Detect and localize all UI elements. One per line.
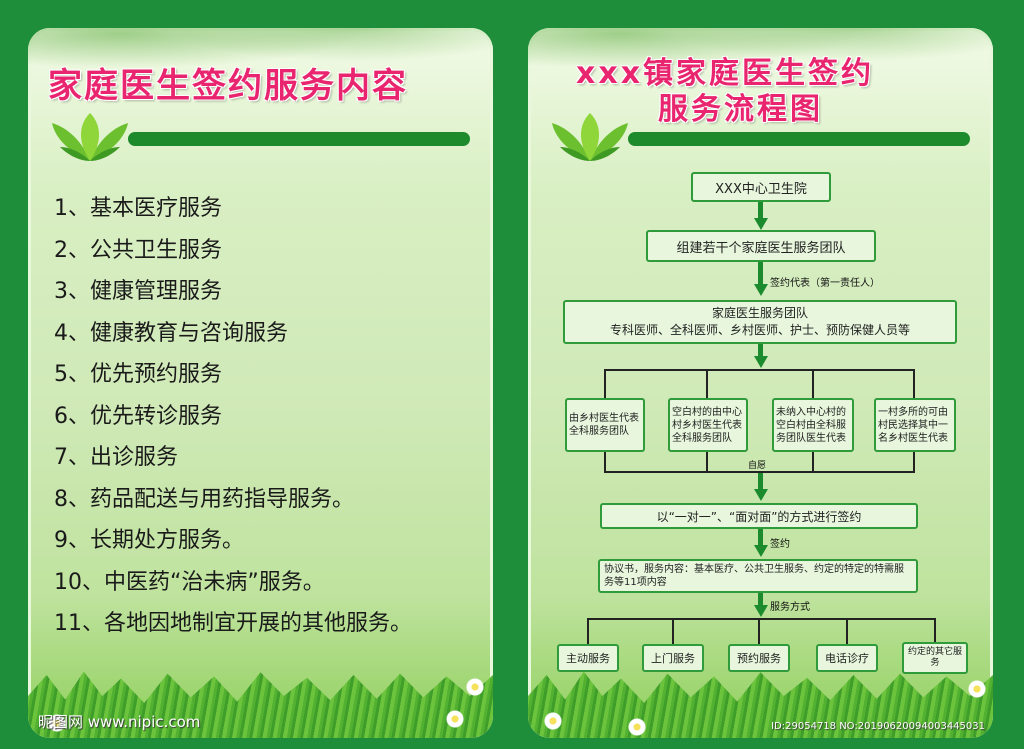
services-list: 1、基本医疗服务 2、公共卫生服务 3、健康管理服务 4、健康教育与咨询服务 5… — [54, 188, 412, 645]
services-title: 家庭医生签约服务内容 — [48, 66, 408, 106]
mode-box: 预约服务 — [728, 644, 790, 672]
node-sign-method: 以“一对一”、“面对面”的方式进行签约 — [600, 503, 918, 529]
flowchart-title-line1: xxx镇家庭医生签约 — [576, 56, 875, 91]
node-service-team-title: 家庭医生服务团队 — [711, 306, 808, 320]
connector-line — [587, 618, 589, 644]
node-agreement: 协议书，服务内容：基本医疗、公共卫生服务、约定的特定的特需服务等11项内容 — [598, 559, 918, 593]
label-sign: 签约 — [770, 539, 790, 550]
label-representative: 签约代表（第一责任人） — [770, 278, 880, 289]
mode-box: 约定的其它服务 — [902, 642, 968, 674]
arrow-shaft — [758, 529, 763, 545]
mode-box: 电话诊疗 — [816, 644, 878, 672]
watermark-right: ID:29054718 NO:20190620094003445031 — [771, 721, 985, 732]
connector-line — [604, 471, 915, 473]
daisy-icon — [466, 678, 484, 696]
node-build-teams: 组建若干个家庭医生服务团队 — [646, 230, 876, 262]
connector-line — [706, 369, 708, 398]
arrow-shaft — [758, 262, 763, 284]
daisy-icon — [544, 712, 562, 730]
services-panel: 家庭医生签约服务内容 1、基本医疗服务 2、公共卫生服务 3、健康管理服务 4、… — [28, 28, 493, 738]
daisy-icon — [628, 718, 646, 736]
list-item: 8、药品配送与用药指导服务。 — [54, 486, 354, 512]
arrow-down-icon — [754, 489, 768, 501]
label-voluntary: 自愿 — [748, 461, 767, 471]
connector-line — [604, 369, 914, 371]
node-service-team-members: 专科医师、全科医师、乡村医师、护士、预防保健人员等 — [609, 323, 910, 337]
lotus-leaf-icon — [52, 113, 128, 161]
list-item: 7、出诊服务 — [54, 445, 178, 470]
list-item: 11、各地因地制宜开展的其他服务。 — [54, 611, 412, 636]
list-item: 3、健康管理服务 — [54, 279, 222, 304]
connector-line — [934, 618, 936, 644]
daisy-icon — [48, 714, 66, 732]
flowchart-panel: xxx镇家庭医生签约 服务流程图 XXX中心卫生院 组建若干个家庭医生服务团队 … — [528, 28, 993, 738]
list-item: 5、优先预约服务 — [54, 362, 222, 387]
branch-box: 未纳入中心村的空白村由全科服务团队医生代表 — [772, 398, 854, 452]
connector-line — [846, 618, 848, 644]
title-underline-bar — [128, 132, 470, 146]
title-underline-bar — [628, 132, 970, 146]
connector-line — [812, 369, 814, 398]
list-item: 10、中医药“治未病”服务。 — [54, 569, 325, 595]
connector-line — [812, 452, 814, 472]
flowchart-title-line2: 服务流程图 — [658, 92, 823, 127]
arrow-shaft — [758, 593, 763, 607]
arrow-down-icon — [754, 284, 768, 296]
list-item: 2、公共卫生服务 — [54, 237, 222, 263]
arrow-down-icon — [754, 605, 768, 617]
connector-line — [587, 618, 936, 620]
list-item: 4、健康教育与咨询服务 — [54, 320, 288, 346]
mode-box: 上门服务 — [642, 644, 704, 672]
list-item: 1、基本医疗服务 — [54, 196, 222, 221]
connector-line — [604, 452, 606, 472]
arrow-shaft — [758, 473, 763, 489]
branch-box: 由乡村医生代表全科服务团队 — [565, 398, 645, 452]
arrow-down-icon — [754, 218, 768, 230]
arrow-down-icon — [754, 545, 768, 557]
daisy-icon — [968, 680, 986, 698]
list-item: 9、长期处方服务。 — [54, 528, 244, 553]
branch-box: 一村多所的可由村民选择其中一名乡村医生代表 — [874, 398, 956, 452]
node-service-team: 家庭医生服务团队 专科医师、全科医师、乡村医师、护士、预防保健人员等 — [563, 300, 957, 344]
connector-line — [913, 452, 915, 472]
connector-line — [604, 369, 606, 398]
connector-line — [913, 369, 915, 398]
arrow-shaft — [758, 344, 763, 358]
connector-line — [706, 452, 708, 472]
lotus-leaf-icon — [552, 113, 628, 161]
leaf-decoration — [528, 28, 993, 88]
branch-box: 空白村的由中心村乡村医生代表全科服务团队 — [668, 398, 748, 452]
watermark-left: 昵图网 www.nipic.com — [38, 713, 201, 731]
list-item: 6、优先转诊服务 — [54, 403, 222, 429]
daisy-icon — [446, 710, 464, 728]
connector-line — [672, 618, 674, 644]
leaf-decoration — [28, 28, 493, 88]
arrow-shaft — [758, 202, 763, 218]
mode-box: 主动服务 — [557, 644, 619, 672]
label-service-mode: 服务方式 — [770, 602, 810, 613]
node-center-hospital: XXX中心卫生院 — [691, 172, 831, 202]
arrow-down-icon — [754, 356, 768, 368]
connector-line — [758, 618, 760, 644]
